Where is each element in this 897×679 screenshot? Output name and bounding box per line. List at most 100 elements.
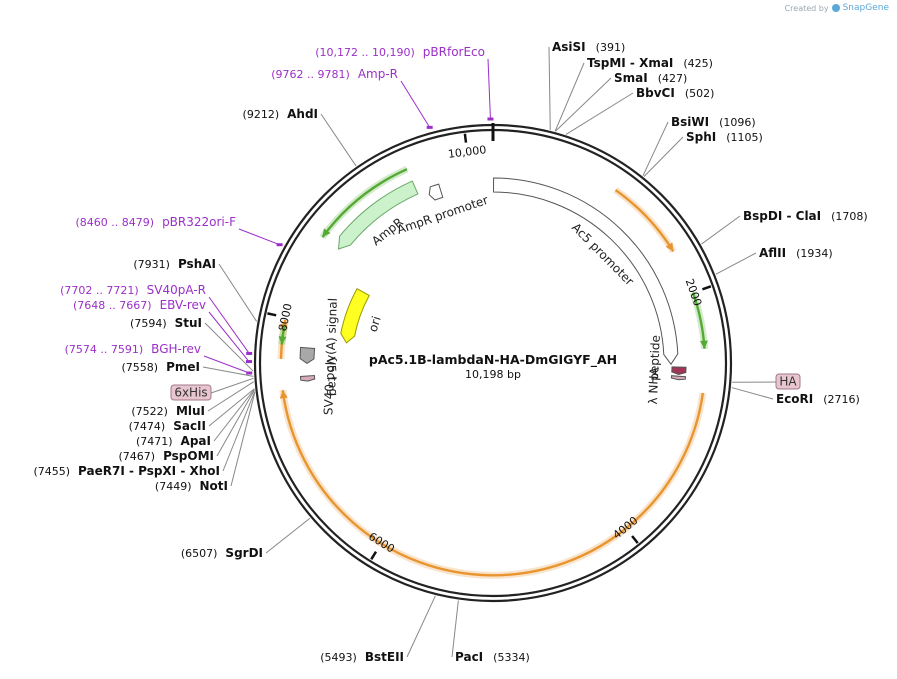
plasmid-name: pAc5.1B-lambdaN-HA-DmGIGYF_AH [369, 352, 617, 368]
primer-mark [276, 243, 283, 247]
site-ahdi[interactable]: AhdI(9212) [243, 107, 357, 167]
site-position: (2716) [823, 393, 860, 406]
tag-box [775, 373, 801, 390]
tick-label: 10,000 [447, 143, 487, 161]
site-position: (427) [658, 72, 688, 85]
orf-arc[interactable] [279, 389, 707, 579]
feature-ha[interactable]: HA [646, 366, 687, 385]
site-leader [701, 215, 741, 245]
site-name: StuI [175, 316, 202, 330]
feature-arrow [299, 374, 316, 382]
site-name: BbvCI [636, 86, 675, 100]
site-stui[interactable]: StuI(7594) [130, 316, 254, 372]
site-leader [204, 322, 254, 372]
feature-sv40-poly-a-signal[interactable]: SV40 poly(A) signal [299, 298, 340, 416]
site-bsteii[interactable]: BstEII(5493) [320, 595, 436, 664]
tag-6xhis[interactable]: 6xHis [170, 377, 254, 401]
primer-sv40pa-r[interactable]: SV40pA-R(7702 .. 7721) [60, 283, 253, 355]
primer-range: (7648 .. 7667) [73, 299, 152, 312]
site-leader [265, 517, 311, 554]
primer-mark [246, 360, 253, 364]
site-pspomi[interactable]: PspOMI(7467) [118, 389, 255, 463]
site-name: ApaI [181, 434, 211, 448]
feature-ampr[interactable]: AmpR [337, 180, 419, 250]
site-name: SgrDI [225, 546, 263, 560]
orf-arc[interactable] [278, 325, 288, 345]
feature-arrow [340, 288, 370, 344]
site-pmei[interactable]: PmeI (7558) [122, 360, 254, 377]
primer-name: SV40pA-R [147, 283, 206, 297]
site-name: PmeI [166, 360, 200, 374]
site-paer7i-pspxi-xhoi[interactable]: PaeR7I - PspXI - XhoI(7455) [33, 391, 256, 478]
primer-name: pBR322ori-F [162, 215, 236, 229]
site-leader [731, 387, 774, 400]
site-mlui[interactable]: MluI(7522) [131, 381, 254, 418]
site-leader [554, 62, 585, 132]
feature-ori[interactable]: ori [340, 288, 384, 344]
site-name: AflII [759, 246, 786, 260]
site-leader [565, 92, 634, 135]
orf-layer [277, 166, 708, 579]
site-bbvci[interactable]: BbvCI(502) [565, 86, 714, 135]
site-aflii[interactable]: AflII (1934) [715, 246, 833, 275]
primer-pbrforeco[interactable]: pBRforEco(10,172 .. 10,190) [315, 45, 494, 121]
tag-ha[interactable]: HA [732, 373, 801, 390]
orf-arc[interactable] [689, 291, 708, 349]
primer-leader [208, 311, 250, 362]
feature-n-peptide[interactable]: λ N peptide [646, 335, 687, 405]
feature-arrow [492, 177, 679, 366]
site-apai[interactable]: ApaI(7471) [136, 388, 255, 448]
site-ecori[interactable]: EcoRI(2716) [731, 387, 860, 406]
site-name: PshAI [178, 257, 216, 271]
site-asisi[interactable]: AsiSI(391) [548, 40, 625, 130]
primer-ebv-rev[interactable]: EBV-rev(7648 .. 7667) [73, 298, 253, 364]
orf-arrowhead [279, 320, 288, 329]
orf-arc[interactable] [319, 166, 409, 240]
primer-pbr322ori-f[interactable]: pBR322ori-F (8460 .. 8479) [76, 215, 283, 247]
site-position: (7449) [155, 480, 192, 493]
site-smai[interactable]: SmaI(427) [555, 71, 688, 132]
tag-box [170, 384, 212, 401]
feature-v5-tag[interactable]: V5 tag [299, 356, 341, 397]
site-position: (1934) [796, 247, 833, 260]
site-leader [216, 389, 255, 457]
primer-range: (8460 .. 8479) [76, 216, 155, 229]
tick-mark [463, 133, 468, 143]
tag-label: HA [779, 375, 797, 389]
primer-name: BGH-rev [151, 342, 201, 356]
site-leader [213, 388, 255, 442]
snapgene-credit: Created by SnapGene [785, 3, 889, 13]
site-name: AhdI [287, 107, 318, 121]
site-sacii[interactable]: SacII(7474) [129, 388, 255, 433]
site-bspdi-clai[interactable]: BspDI - ClaI(1708) [701, 209, 868, 245]
site-bsiwi[interactable]: BsiWI(1096) [642, 115, 756, 176]
site-layer: AsiSI(391)TspMI - XmaI(425)SmaI(427)BbvC… [33, 40, 867, 664]
primer-amp-r[interactable]: Amp-R(9762 .. 9781) [271, 67, 433, 129]
tick-label: 2000 [683, 277, 705, 308]
site-leader [406, 595, 436, 658]
site-sgrdi[interactable]: SgrDI(6507) [181, 517, 311, 560]
site-sphi[interactable]: SphI(1105) [643, 130, 763, 177]
site-noti[interactable]: NotI(7449) [155, 392, 256, 493]
site-tspmi-xmai[interactable]: TspMI - XmaI(425) [554, 56, 713, 132]
site-leader [218, 263, 258, 322]
feature-arrow [299, 346, 316, 365]
site-leader [208, 388, 255, 427]
feature-arrow [337, 180, 419, 250]
site-leader [207, 381, 254, 412]
primer-leader [487, 58, 491, 120]
site-name: MluI [176, 404, 205, 418]
orf-line [321, 168, 408, 238]
primer-range: (7574 .. 7591) [65, 343, 144, 356]
tick-mark [701, 285, 712, 291]
site-leader [222, 391, 256, 472]
feature-label: V5 tag [323, 356, 340, 396]
tag-label: 6xHis [174, 386, 207, 400]
site-pshai[interactable]: PshAI(7931) [133, 257, 258, 322]
primer-bgh-rev[interactable]: BGH-rev (7574 .. 7591) [65, 342, 253, 375]
site-position: (7455) [33, 465, 70, 478]
orf-arc[interactable] [613, 187, 677, 254]
orf-arrowhead [278, 336, 287, 345]
site-position: (7558) [122, 361, 159, 374]
site-paci[interactable]: PacI(5334) [451, 600, 530, 664]
